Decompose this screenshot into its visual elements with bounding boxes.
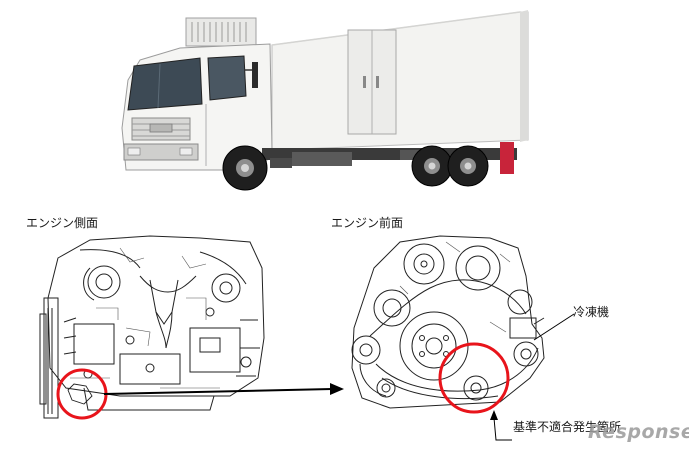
defect-location-label: 基準不適合発生箇所 [513, 420, 622, 434]
engine-side-view-label: エンジン側面 [26, 216, 99, 230]
refrigerator-label: 冷凍機 [573, 305, 610, 319]
watermark-logo: Response. [588, 421, 689, 443]
refrigerated-truck-illustration [121, 10, 529, 191]
engine-front-view-label: エンジン前面 [331, 216, 404, 230]
defect-highlight-circle-front [438, 342, 510, 414]
engine-front-view-drawing [351, 235, 545, 414]
